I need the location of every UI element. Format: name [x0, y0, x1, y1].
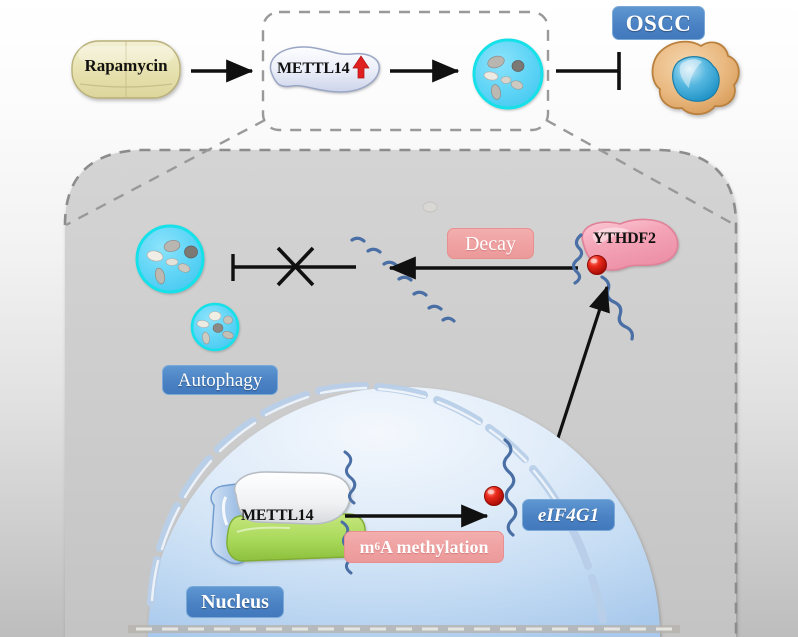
rapamycin-pill-icon: [71, 40, 181, 99]
nucleus-label: Nucleus: [186, 586, 284, 618]
autophagosome-vesicle-icon-top: [472, 38, 544, 110]
autophagosome-vesicle-icon-large: [135, 224, 205, 294]
decay-label: Decay: [447, 228, 534, 259]
cross-block-icon: [276, 246, 315, 287]
rapamycin-label: Rapamycin: [84, 56, 168, 75]
upregulation-arrow-icon: [352, 55, 370, 79]
oscc-label: OSCC: [612, 6, 705, 40]
nucleosome-mettl14-complex-icon: [210, 471, 366, 565]
small-faint-vesicle-icon: [422, 201, 438, 213]
mettl14-top-label: METTL14: [277, 60, 350, 77]
ythdf2-label: YTHDF2: [593, 230, 656, 247]
autophagosome-vesicle-icon-small: [190, 302, 240, 352]
autophagy-label: Autophagy: [162, 365, 278, 395]
rna-strand-nucleus-top: [343, 450, 357, 505]
m6a-methyl-mark-ythdf2: [587, 255, 607, 275]
eif4g1-label: eIF4G1: [522, 499, 615, 531]
m6a-suffix: A methylation: [380, 537, 489, 557]
rna-strand-eif4g1: [502, 438, 518, 537]
inhibition-vesicle-to-oscc: [556, 52, 621, 90]
rna-strand-ythdf2-left: [571, 233, 584, 285]
m6a-prefix: m: [359, 537, 375, 557]
oscc-tumor-cell-icon: [651, 40, 740, 116]
blocked-autophagy-connector: [231, 246, 356, 287]
mettl14-protein-blob-icon: [269, 46, 380, 93]
mettl14-nucleus-label: METTL14: [241, 507, 314, 524]
top-dashed-box: [65, 10, 736, 227]
m6a-methyl-mark-eif4g1: [484, 486, 504, 506]
